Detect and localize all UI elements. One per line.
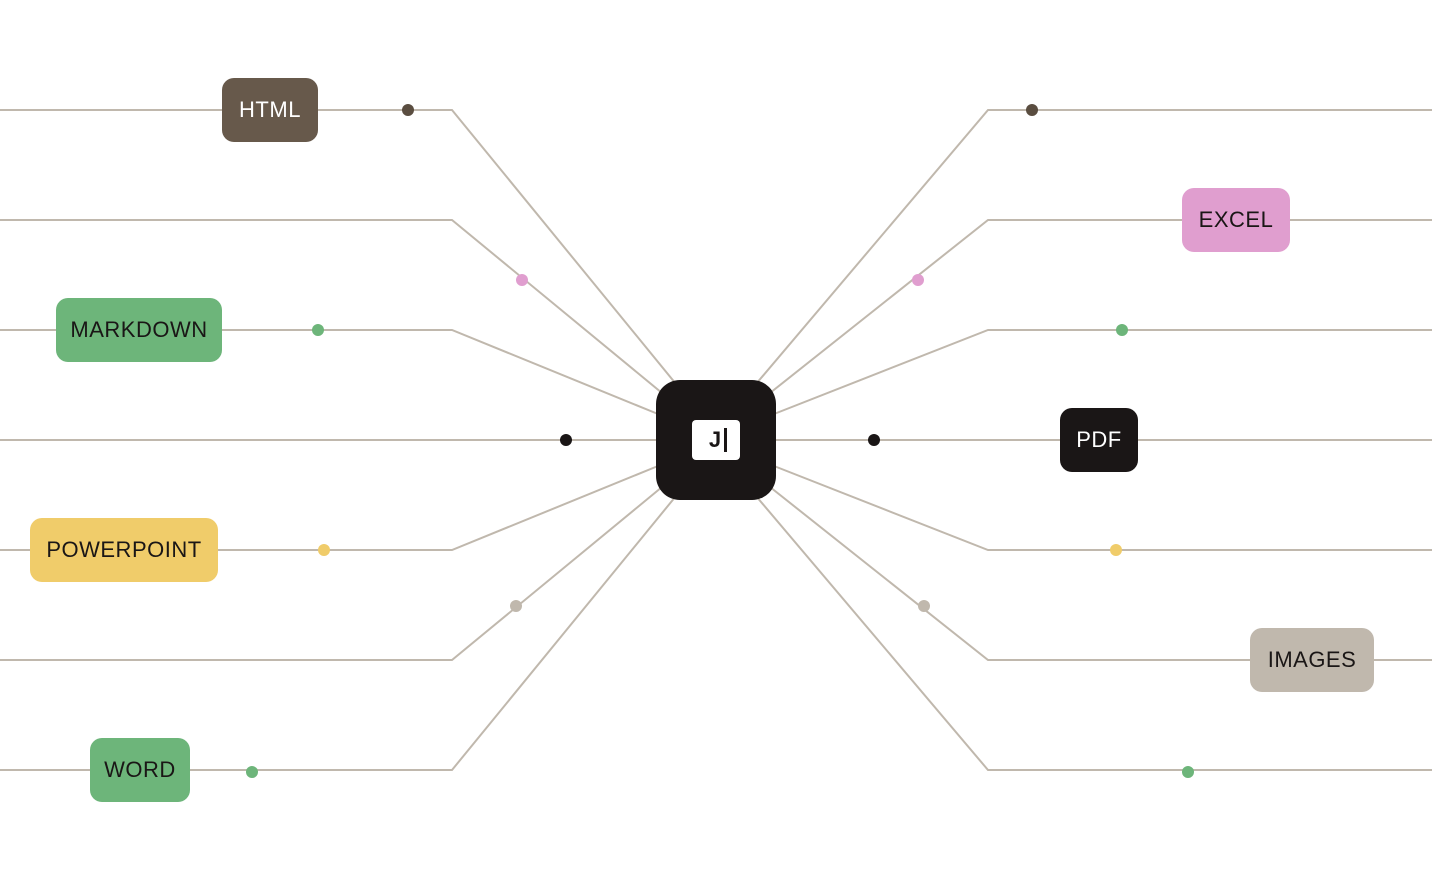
connector-line-right: [773, 329, 1432, 415]
connector-line-left: [0, 486, 663, 661]
logo-icon: J: [692, 420, 740, 460]
format-tag-powerpoint: POWERPOINT: [30, 518, 218, 582]
connector-dot-left: [510, 600, 522, 612]
format-tag-pdf: PDF: [1060, 408, 1138, 472]
connector-dot-right: [1116, 324, 1128, 336]
connector-line-right: [755, 109, 1432, 385]
connector-line-right: [769, 219, 1432, 394]
format-tag-html: HTML: [222, 78, 318, 142]
connector-dot-left: [312, 324, 324, 336]
connector-line-left: [0, 109, 677, 385]
connector-dot-right: [1182, 766, 1194, 778]
connector-line-right: [773, 465, 1432, 551]
format-tag-images: IMAGES: [1250, 628, 1374, 692]
format-tag-markdown: MARKDOWN: [56, 298, 222, 362]
connector-dot-left: [318, 544, 330, 556]
cursor-bar: [724, 428, 728, 452]
connector-dot-right: [868, 434, 880, 446]
connector-dot-right: [1026, 104, 1038, 116]
connector-dot-left: [246, 766, 258, 778]
logo-letter: J: [708, 427, 722, 452]
format-tag-word: WORD: [90, 738, 190, 802]
central-hub: J: [656, 380, 776, 500]
format-tag-excel: EXCEL: [1182, 188, 1290, 252]
connector-dot-right: [1110, 544, 1122, 556]
connector-line-right: [755, 495, 1432, 771]
connector-dot-right: [918, 600, 930, 612]
connector-dot-right: [912, 274, 924, 286]
connector-line-left: [0, 219, 663, 394]
connector-dot-left: [402, 104, 414, 116]
connector-dot-left: [516, 274, 528, 286]
connector-dot-left: [560, 434, 572, 446]
